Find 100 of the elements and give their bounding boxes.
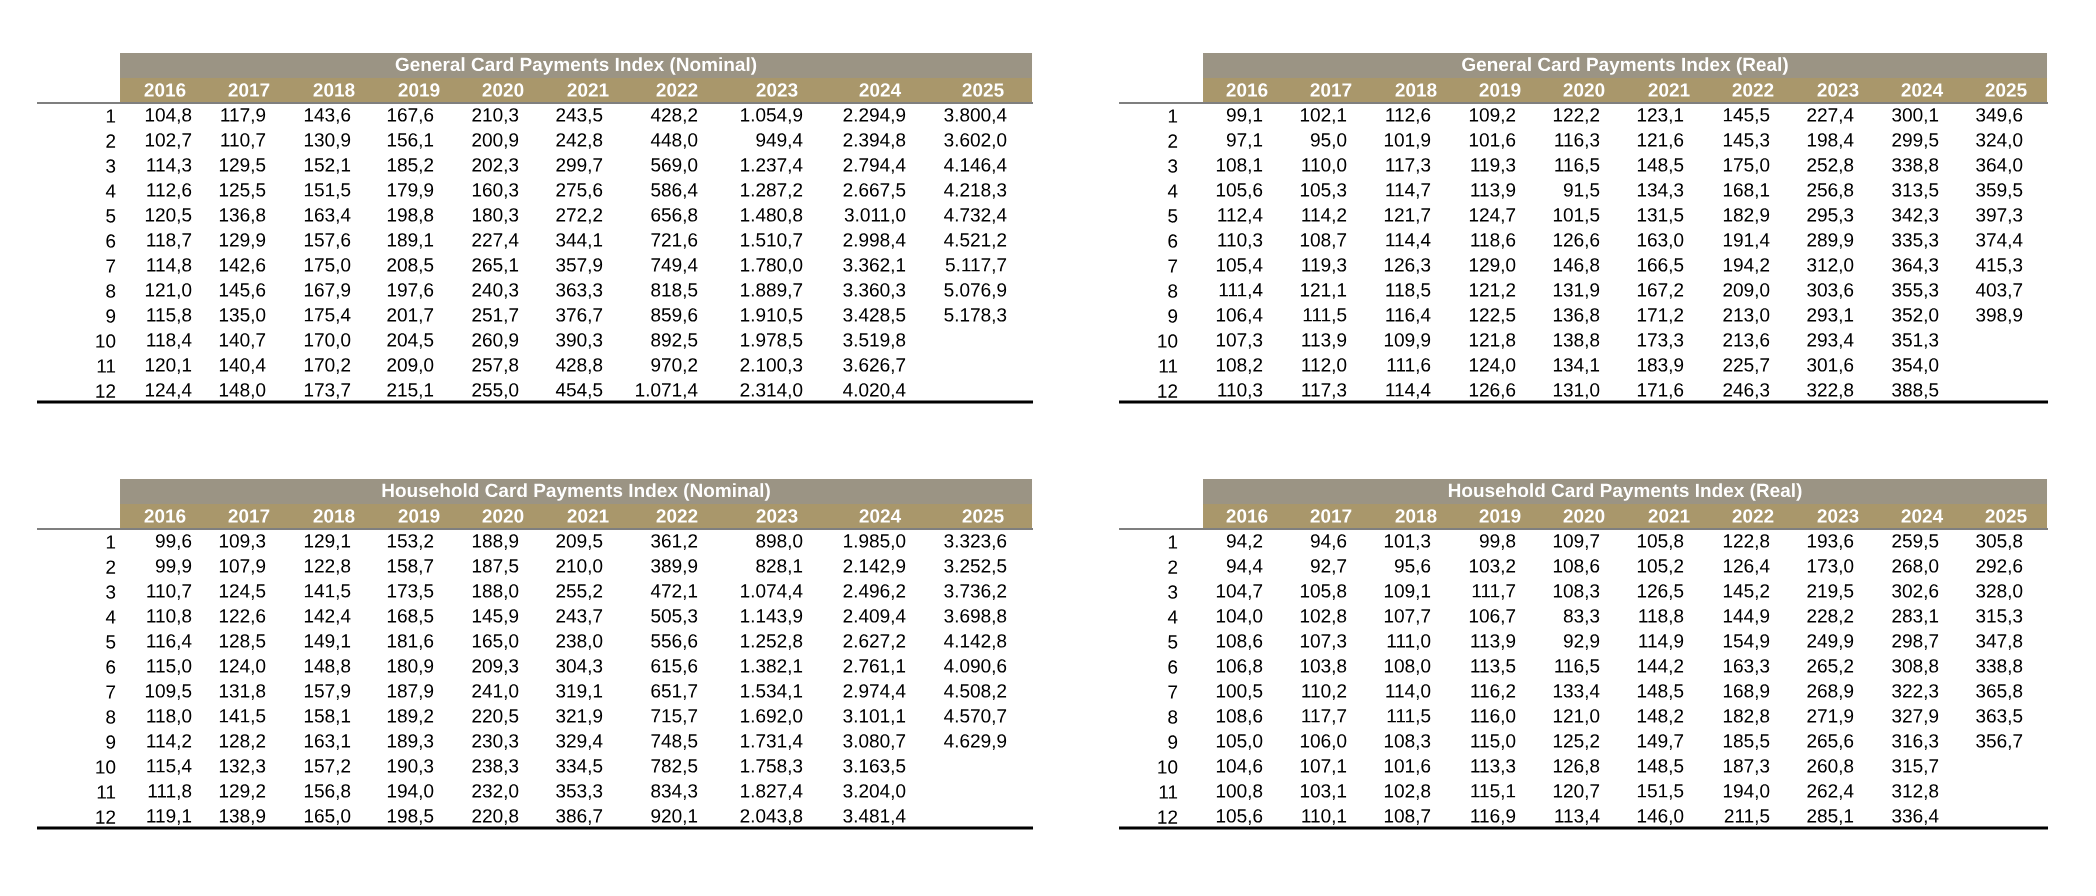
index-value: 292,6 [1976,559,2023,575]
index-value: 156,1 [387,133,434,149]
index-value: 140,7 [219,333,266,349]
index-value: 308,8 [1892,659,1939,675]
index-value: 163,0 [1637,233,1684,249]
index-value: 107,9 [219,559,266,575]
index-value: 1.054,9 [741,108,803,124]
index-value: 365,8 [1976,684,2023,700]
index-value: 124,0 [1469,358,1516,374]
index-value: 397,3 [1976,208,2023,224]
index-value: 105,2 [1637,559,1684,575]
index-value: 105,6 [1216,809,1263,825]
index-value: 148,5 [1637,158,1684,174]
index-value: 126,6 [1553,233,1600,249]
index-value: 108,7 [1300,233,1347,249]
index-value: 123,1 [1637,108,1684,124]
index-value: 126,3 [1384,258,1431,274]
index-value: 170,0 [304,333,351,349]
index-value: 114,0 [1386,684,1431,700]
index-value: 398,9 [1976,308,2023,324]
index-value: 116,4 [1386,308,1431,324]
index-value: 4.020,4 [843,383,906,399]
index-value: 353,3 [556,784,603,800]
index-value: 105,4 [1216,258,1263,274]
index-value: 227,4 [472,233,519,249]
index-value: 151,5 [1637,784,1684,800]
index-value: 209,0 [387,358,434,374]
index-value: 259,5 [1892,534,1939,550]
index-value: 118,7 [147,233,192,249]
row-number: 6 [1168,660,1178,674]
index-value: 3.204,0 [843,784,906,800]
index-value: 3.323,6 [944,534,1007,550]
index-value: 148,2 [1637,709,1684,725]
index-value: 313,5 [1892,183,1939,199]
index-value: 283,1 [1892,609,1939,625]
index-value: 376,7 [556,308,603,324]
index-value: 133,4 [1553,684,1600,700]
index-value: 111,6 [1387,358,1431,374]
index-value: 215,1 [387,383,434,399]
index-value: 110,3 [1218,383,1263,399]
index-value: 2.043,8 [740,809,803,825]
index-value: 166,5 [1637,258,1684,274]
row-number: 9 [1168,309,1178,323]
index-value: 321,9 [556,709,603,725]
index-value: 102,8 [1384,784,1431,800]
row-number: 12 [1158,810,1178,824]
index-value: 272,2 [556,208,603,224]
index-value: 3.360,3 [843,283,906,299]
index-value: 122,8 [1723,534,1770,550]
index-value: 109,9 [1384,333,1431,349]
index-value: 3.362,1 [843,258,906,274]
index-value: 1.910,5 [741,308,803,324]
row-number: 3 [106,159,116,173]
index-value: 260,8 [1807,759,1854,775]
row-number: 2 [106,134,116,148]
index-value: 124,0 [219,659,266,675]
index-value: 136,8 [219,208,266,224]
index-value: 105,8 [1637,534,1684,550]
index-value: 113,9 [1471,634,1516,650]
index-value: 200,9 [472,133,519,149]
index-value: 120,1 [145,358,192,374]
index-value: 108,7 [1384,809,1431,825]
index-value: 4.570,7 [944,709,1007,725]
index-value: 112,6 [1386,108,1431,124]
index-value: 134,3 [1637,183,1684,199]
index-value: 3.428,5 [843,308,906,324]
index-value: 2.409,4 [843,609,906,625]
index-value: 3.481,4 [843,809,906,825]
index-value: 114,9 [1639,634,1684,650]
row-number: 6 [106,660,116,674]
index-value: 129,5 [219,158,266,174]
index-value: 4.142,8 [944,634,1007,650]
index-value: 173,5 [387,584,434,600]
index-value: 1.237,4 [741,158,803,174]
row-number: 2 [1168,134,1178,148]
index-value: 359,5 [1976,183,2023,199]
index-value: 256,8 [1807,183,1854,199]
index-value: 128,2 [219,734,266,750]
index-value: 428,8 [555,358,603,374]
row-number: 7 [106,685,116,699]
index-value: 2.394,8 [843,133,906,149]
index-value: 293,1 [1807,308,1854,324]
index-value: 252,8 [1807,158,1854,174]
index-value: 386,7 [556,809,603,825]
index-value: 209,3 [472,659,519,675]
index-value: 349,6 [1976,108,2023,124]
index-value: 351,3 [1892,333,1939,349]
index-value: 265,1 [472,258,519,274]
index-value: 107,3 [1216,333,1263,349]
index-value: 3.163,5 [843,759,906,775]
index-value: 190,3 [387,759,434,775]
index-value: 110,7 [147,584,192,600]
index-value: 114,7 [1386,183,1431,199]
index-value: 265,2 [1807,659,1854,675]
index-value: 305,8 [1976,534,2023,550]
index-value: 328,0 [1976,584,2023,600]
index-value: 101,3 [1384,534,1431,550]
row-number: 1 [1168,535,1178,549]
index-value: 138,8 [1553,333,1600,349]
row-number: 6 [1168,234,1178,248]
